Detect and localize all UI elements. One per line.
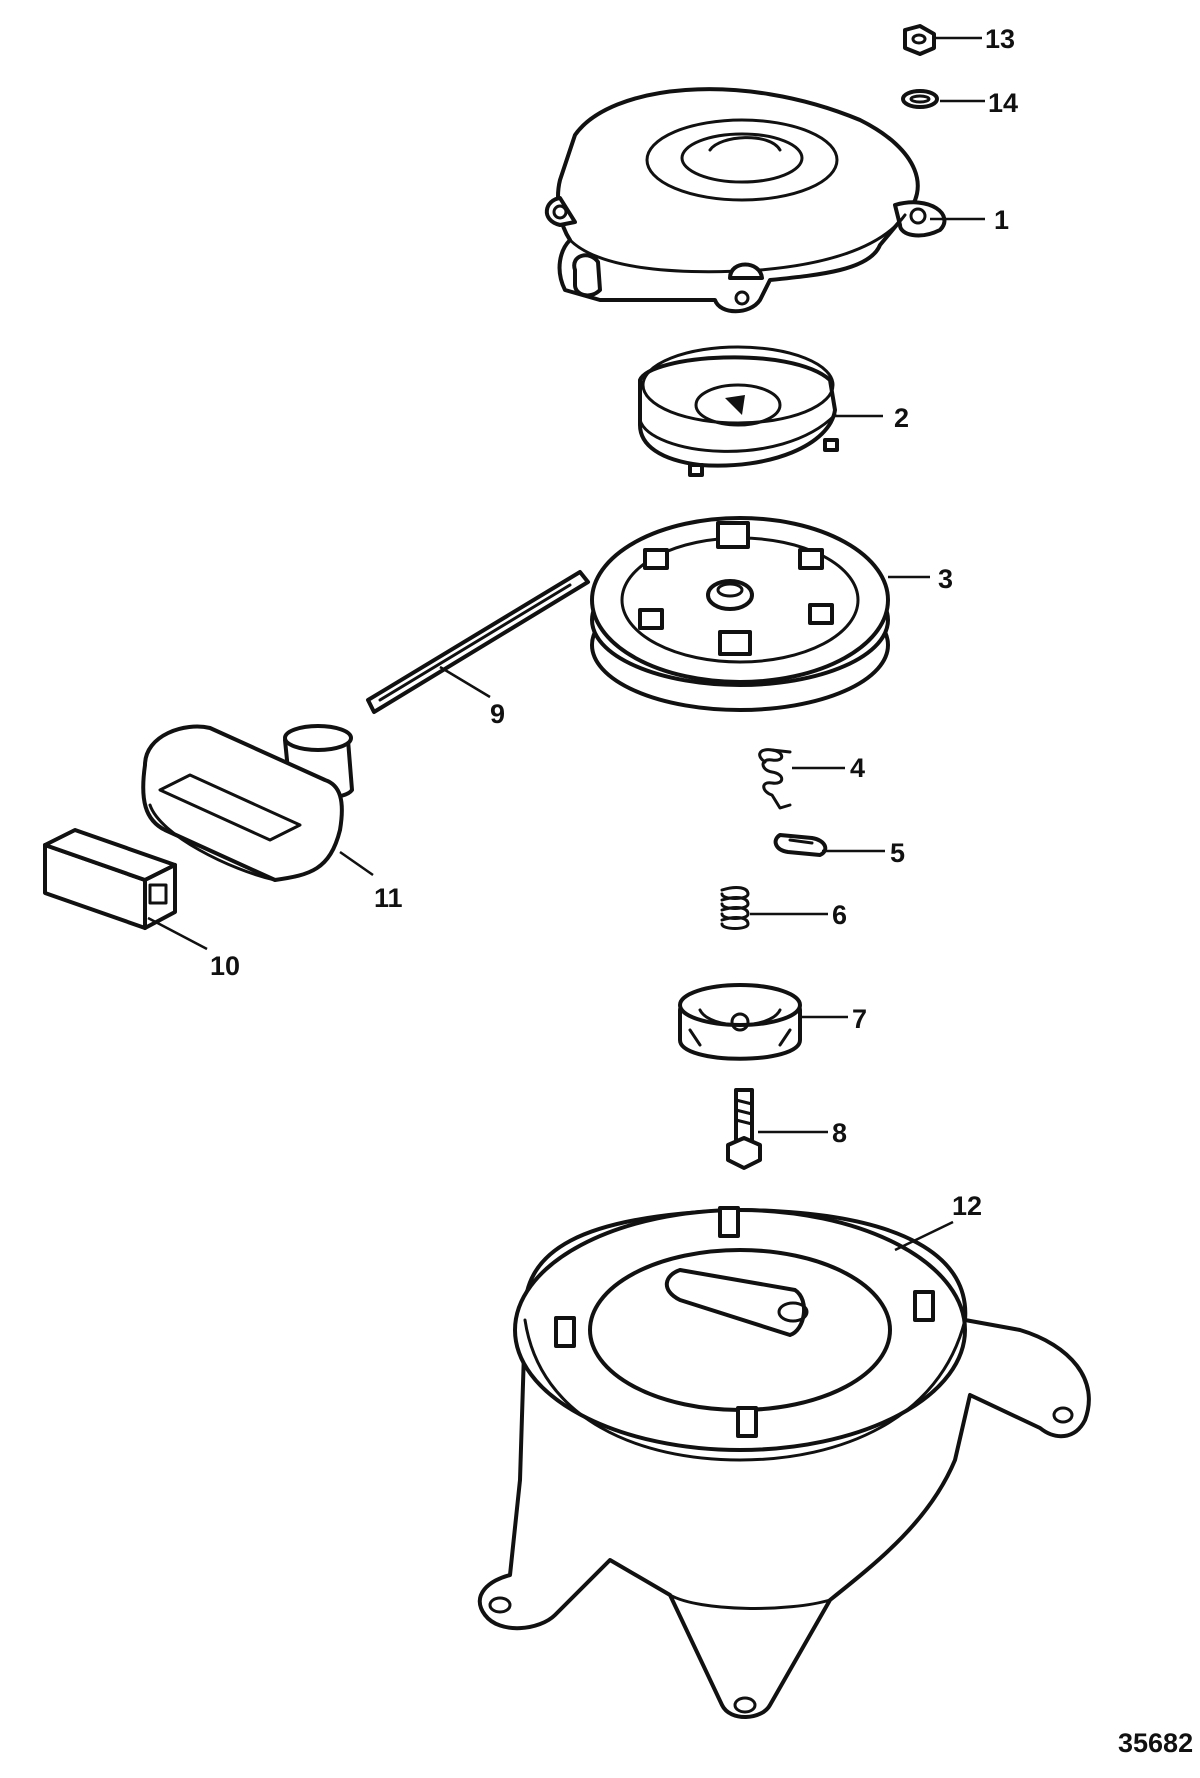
part-2-spring-housing: [638, 345, 839, 477]
part-10-handle-insert: [43, 828, 177, 930]
callout-11: 11: [374, 883, 403, 913]
part-4-pawl-spring: [758, 748, 792, 810]
part-12-starter-base: [477, 1206, 1091, 1719]
part-5-pawl: [773, 833, 828, 857]
callout-13: 13: [985, 24, 1015, 54]
part-1-starter-housing: [544, 87, 947, 314]
part-8-bolt: [726, 1088, 762, 1170]
callout-6: 6: [832, 900, 847, 930]
callout-14: 14: [988, 88, 1018, 118]
part-3-pulley: [590, 516, 890, 712]
part-13-nut: [903, 24, 936, 56]
callout-7: 7: [852, 1004, 867, 1034]
callout-1: 1: [994, 205, 1009, 235]
callout-10: 10: [210, 951, 240, 981]
part-9-starter-rope: [366, 570, 590, 714]
part-6-spring: [720, 885, 750, 930]
part-14-washer: [901, 89, 939, 109]
part-11-handle: [141, 724, 354, 882]
callout-4: 4: [850, 753, 865, 783]
callout-8: 8: [832, 1118, 847, 1148]
callout-3: 3: [938, 564, 953, 594]
callout-labels: 13 14 1 2 3 9 4 5 6 11 7 10 8 12: [210, 24, 1018, 1221]
callout-9: 9: [490, 699, 505, 729]
callout-12: 12: [952, 1191, 982, 1221]
callout-2: 2: [894, 403, 909, 433]
callout-5: 5: [890, 838, 905, 868]
figure-number: 35682: [1118, 1728, 1193, 1758]
leader-lines: [147, 36, 985, 1252]
part-7-drive-cup: [678, 983, 802, 1061]
base-studs: [554, 1206, 935, 1438]
